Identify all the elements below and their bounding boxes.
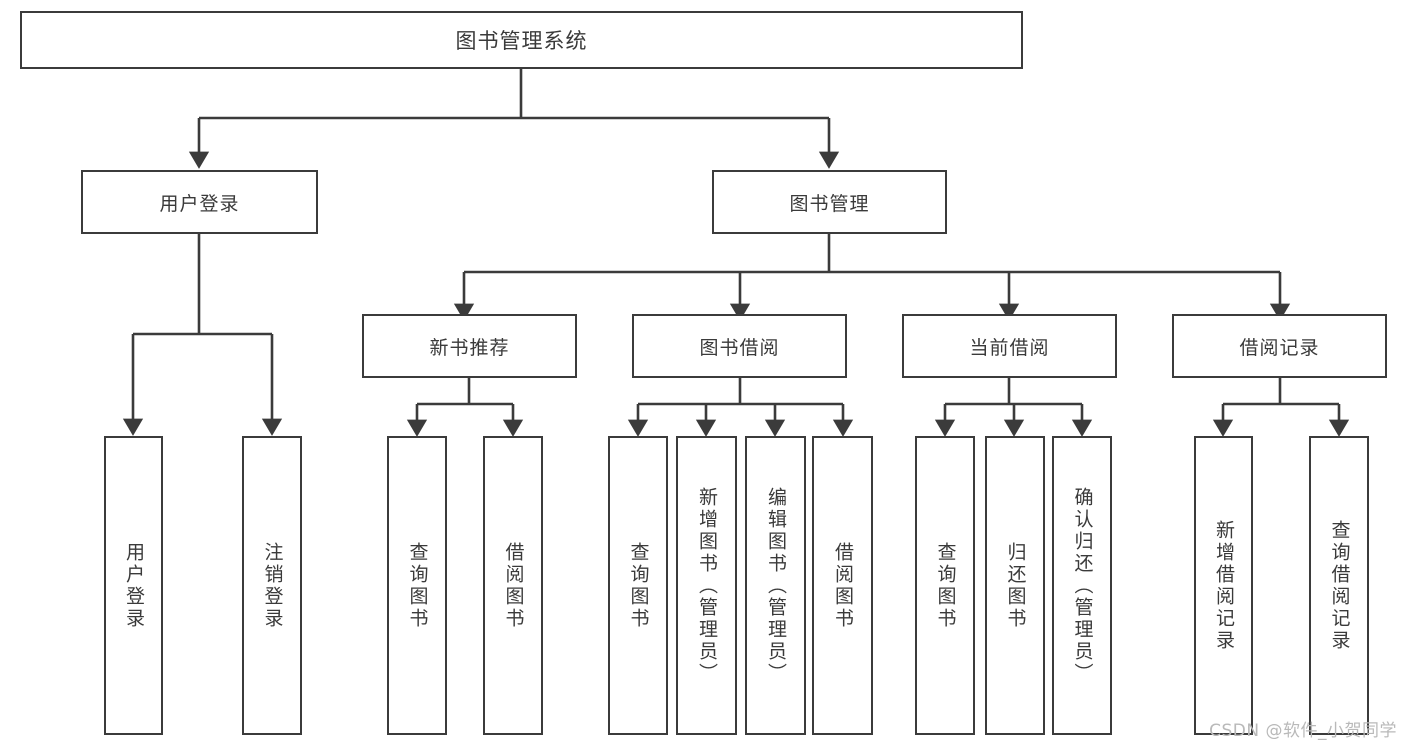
node-leaf-return-book[interactable]: 归还图书 [985, 436, 1045, 735]
node-book-manage[interactable]: 图书管理 [712, 170, 947, 234]
node-borrow-record[interactable]: 借阅记录 [1172, 314, 1387, 378]
node-leaf-query-record-label: 查询借阅记录 [1328, 519, 1351, 652]
node-book-borrow-label: 图书借阅 [699, 336, 780, 359]
node-leaf-user-logout-label: 注销登录 [261, 541, 284, 630]
node-root-label: 图书管理系统 [455, 29, 588, 53]
node-leaf-borrow-book-2[interactable]: 借阅图书 [812, 436, 873, 735]
node-leaf-query-record[interactable]: 查询借阅记录 [1309, 436, 1369, 735]
node-current-borrow-label: 当前借阅 [969, 336, 1050, 359]
node-leaf-borrow-book-1-label: 借阅图书 [502, 541, 525, 630]
node-leaf-query-book-3[interactable]: 查询图书 [915, 436, 975, 735]
node-leaf-return-book-label: 归还图书 [1004, 541, 1027, 630]
node-book-manage-label: 图书管理 [789, 192, 870, 215]
node-leaf-query-book-1[interactable]: 查询图书 [387, 436, 447, 735]
node-leaf-query-book-2[interactable]: 查询图书 [608, 436, 668, 735]
node-leaf-confirm-return-label: 确认归还（管理员） [1071, 486, 1094, 685]
node-user-login-label: 用户登录 [159, 192, 240, 215]
node-leaf-user-logout[interactable]: 注销登录 [242, 436, 302, 735]
node-leaf-query-book-3-label: 查询图书 [934, 541, 957, 630]
node-leaf-confirm-return[interactable]: 确认归还（管理员） [1052, 436, 1112, 735]
node-current-borrow[interactable]: 当前借阅 [902, 314, 1117, 378]
node-leaf-borrow-book-2-label: 借阅图书 [832, 541, 854, 630]
node-leaf-user-login[interactable]: 用户登录 [104, 436, 163, 735]
node-leaf-query-book-1-label: 查询图书 [406, 541, 429, 630]
node-book-borrow[interactable]: 图书借阅 [632, 314, 847, 378]
node-user-login[interactable]: 用户登录 [81, 170, 318, 234]
node-borrow-record-label: 借阅记录 [1239, 336, 1320, 359]
node-leaf-add-book-label: 新增图书（管理员） [696, 486, 718, 685]
node-new-book-recommend[interactable]: 新书推荐 [362, 314, 577, 378]
watermark: CSDN @软件_小贺同学 [1209, 721, 1397, 741]
node-leaf-borrow-book-1[interactable]: 借阅图书 [483, 436, 543, 735]
node-leaf-add-book[interactable]: 新增图书（管理员） [676, 436, 737, 735]
node-root[interactable]: 图书管理系统 [20, 11, 1023, 69]
node-leaf-add-record[interactable]: 新增借阅记录 [1194, 436, 1253, 735]
node-leaf-user-login-label: 用户登录 [123, 541, 145, 630]
node-leaf-query-book-2-label: 查询图书 [627, 541, 650, 630]
node-leaf-add-record-label: 新增借阅记录 [1213, 519, 1235, 652]
node-leaf-edit-book[interactable]: 编辑图书（管理员） [745, 436, 806, 735]
node-new-book-recommend-label: 新书推荐 [429, 336, 510, 359]
node-leaf-edit-book-label: 编辑图书（管理员） [765, 486, 787, 685]
